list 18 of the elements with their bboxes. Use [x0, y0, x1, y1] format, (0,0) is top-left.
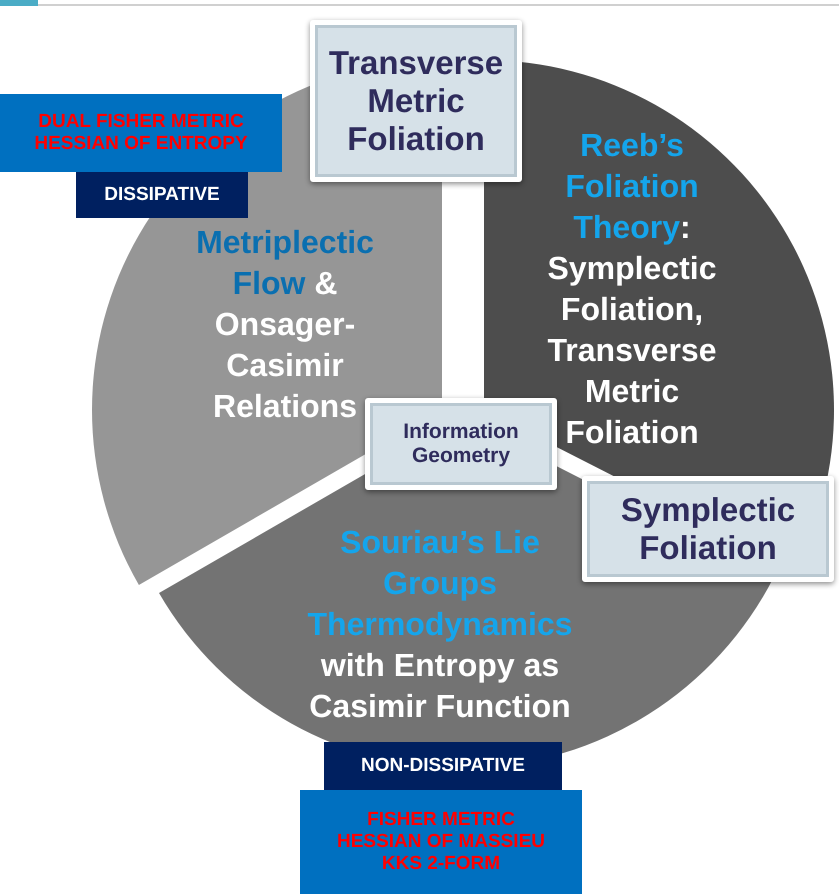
box-text: DISSIPATIVE: [104, 184, 220, 206]
box-text: Transverse Metric Foliation: [328, 44, 504, 158]
box-text: KKS 2-FORM: [382, 852, 500, 875]
slice-label: Reeb’s Foliation Theory: Symplectic Foliation, Transverse Metric Foliation: [546, 126, 718, 452]
label-banner: [0, 94, 282, 172]
label-banner: [300, 790, 582, 894]
box-text: DUAL FISHER METRIC: [38, 111, 244, 133]
box-text: Information Geometry: [402, 420, 520, 468]
slice-label: Souriau’s Lie Groups Thermodynamics with Entropy as Casimir Function: [306, 523, 574, 726]
label-banner: [324, 742, 562, 790]
box-text: Symplectic Foliation: [620, 491, 796, 567]
box-text: FISHER METRIC: [367, 809, 515, 832]
title-plate: [365, 398, 557, 490]
box-text: HESSIAN OF ENTROPY: [34, 133, 248, 155]
box-text: HESSIAN OF MASSIEU: [337, 831, 545, 853]
slice-label: Metriplectic Flow & Onsager-Casimir Relations: [195, 223, 375, 426]
label-banner: [76, 172, 248, 218]
box-text: NON-DISSIPATIVE: [361, 755, 525, 777]
